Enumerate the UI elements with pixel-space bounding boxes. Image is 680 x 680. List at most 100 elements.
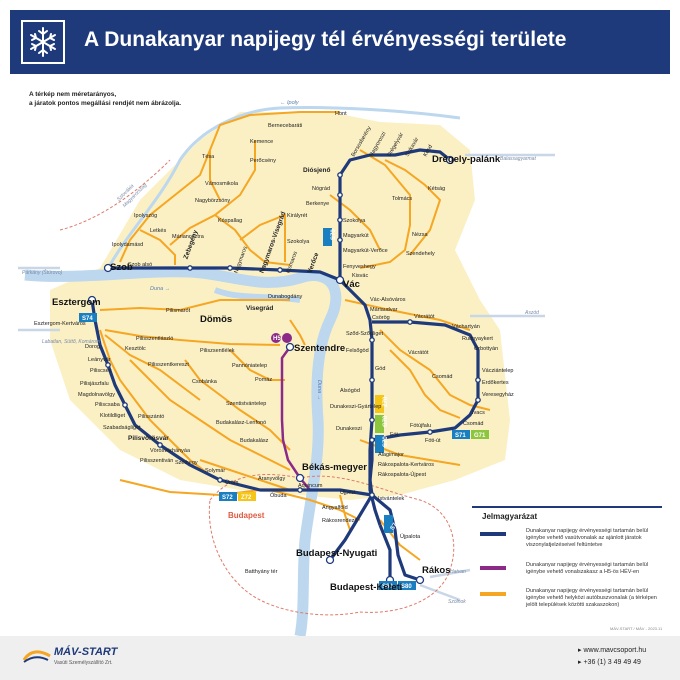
label-labatlan: Labatlan, Süttő, Komárom bbox=[42, 339, 100, 345]
station-diosjeno: Diósjenő bbox=[303, 167, 330, 174]
badge-s76: S76 bbox=[390, 519, 401, 532]
station-pilismarot: Pilismarót bbox=[166, 308, 191, 314]
label-hatvan: Hatvan bbox=[450, 569, 466, 575]
note-line-1: A térkép nem méretarányos, bbox=[29, 91, 117, 98]
legend-text-bus: Dunakanyar napijegy érvényességi tartamá… bbox=[526, 588, 657, 608]
station-szob-also: Szob alsó bbox=[128, 262, 152, 268]
snowflake-icon bbox=[21, 20, 65, 64]
station-ketsag: Kétság bbox=[428, 186, 445, 192]
station-csomad-2: Csomád bbox=[463, 421, 483, 427]
badge-s72: S72 bbox=[222, 495, 233, 501]
station-szelhegy: Szélhegy bbox=[175, 460, 198, 466]
station-szentendre: Szentendre bbox=[294, 343, 345, 354]
station-fot: Fót bbox=[390, 432, 398, 438]
station-aranyvolgy: Aranyvölgy bbox=[258, 476, 285, 482]
station-rakosrendezo: Rákosrendező bbox=[322, 518, 357, 524]
route-badges: S74 S70 S72 Z72 S76 S71 G71 S60 S80 Z70 … bbox=[79, 228, 489, 590]
station-domos: Dömös bbox=[200, 314, 232, 325]
station-batthyany: Batthyány tér bbox=[245, 569, 278, 575]
station-ivacs: Ivacs bbox=[472, 410, 485, 416]
station-szokolya-2: Szokolya bbox=[287, 239, 310, 245]
station-szentistvantelep: Szentistvántelep bbox=[226, 401, 266, 407]
bus-lines bbox=[99, 111, 491, 561]
station-dorog: Dorog bbox=[85, 344, 100, 350]
station-szabadsagliget: Szabadságliget bbox=[103, 425, 141, 431]
station-tolmacs: Tolmács bbox=[392, 196, 412, 202]
station-esztergom-kertvaros: Esztergom-Kertváros bbox=[34, 321, 86, 327]
danube-river bbox=[24, 266, 342, 636]
direction-hatvan bbox=[429, 568, 471, 579]
legend-title: Jelmagyarázat bbox=[482, 512, 538, 521]
station-ujpalota: Újpalota bbox=[400, 533, 421, 540]
station-vac: Vác bbox=[343, 279, 360, 290]
station-obuda: Óbuda bbox=[270, 492, 287, 499]
station-marianosztra: Márianosztra bbox=[172, 234, 205, 240]
label-szolnok: Szolnok bbox=[448, 599, 466, 605]
station-istvantelek: Istvántelek bbox=[378, 496, 405, 502]
station-rudnyaykert: Rudnyaykert bbox=[462, 336, 493, 342]
station-szendehely: Szendehely bbox=[406, 251, 435, 257]
station-budapest-keleti: Budapest-Keleti bbox=[330, 582, 402, 593]
station-dunabogdany: Dunabogdány bbox=[268, 294, 303, 300]
website-text[interactable]: www.mavcsoport.hu bbox=[583, 647, 647, 654]
label-balassagyarmat: Balassagyarmat bbox=[500, 156, 536, 162]
ipoly-river bbox=[108, 106, 461, 266]
website-link[interactable]: ▸ www.mavcsoport.hu bbox=[578, 647, 647, 654]
station-tesa: Tésa bbox=[202, 154, 215, 160]
station-solymar: Solymár bbox=[205, 468, 225, 474]
station-magyarkut: Magyarkút bbox=[343, 233, 369, 239]
station-vacziantelep: Vácziántelep bbox=[482, 368, 514, 374]
station-szob: Szob bbox=[110, 262, 133, 273]
station-pilisszentivan: Pilisszentiván bbox=[140, 458, 173, 464]
station-esztergom: Esztergom bbox=[52, 297, 101, 308]
badge-h5: H5 bbox=[273, 336, 281, 342]
badge-s60: S60 bbox=[382, 584, 393, 590]
hev-h5-line bbox=[280, 346, 311, 491]
station-alagimajor: Alagimajor bbox=[378, 452, 404, 458]
legend-text-hev: Dunakanyar napijegy érvényességi tartamá… bbox=[526, 562, 648, 575]
station-bernecebarati: Bernecebaráti bbox=[268, 123, 302, 129]
station-sziget: Sződ-Sződliget bbox=[346, 331, 383, 337]
badge-s71: S71 bbox=[455, 433, 466, 439]
station-budakalasz-lenfono: Budakalász-Lenfonó bbox=[216, 420, 266, 426]
legend-swatch-hev bbox=[480, 566, 506, 570]
station-pilisszentlaszlo: Pilisszentlászló bbox=[136, 336, 173, 342]
station-kemence: Kemence bbox=[250, 139, 273, 145]
station-budakalasz: Budakalász bbox=[240, 438, 269, 444]
river-label-ipoly: ← Ipoly bbox=[280, 100, 300, 106]
station-veresegyhaz: Veresegyház bbox=[482, 392, 514, 398]
river-label-duna: Duna → bbox=[150, 286, 170, 292]
phone-text: +36 (1) 3 49 49 49 bbox=[583, 659, 641, 666]
station-fotujfalu: Fótújfalu bbox=[410, 423, 431, 429]
station-pannoniatelep: Pannóniatelep bbox=[232, 363, 267, 369]
station-budapest-nyugati: Budapest-Nyugati bbox=[296, 548, 377, 559]
station-nagyborzsony: Nagybörzsöny bbox=[195, 198, 230, 204]
badge-s70-b: S70 bbox=[383, 436, 389, 447]
station-vac-alsovaros: Vác-Alsóváros bbox=[370, 297, 406, 303]
label-parkany: Párkány (Štúrovo) bbox=[22, 269, 63, 276]
station-rakospalota-kertvaros: Rákospalota-Kertváros bbox=[378, 462, 434, 468]
direction-szolnok bbox=[419, 583, 461, 602]
station-visegrad: Visegrád bbox=[246, 305, 273, 312]
label-budapest: Budapest bbox=[228, 511, 265, 520]
station-ipolyszog: Ipolyszög bbox=[134, 213, 157, 219]
mav-logo-icon bbox=[22, 650, 51, 663]
station-orbottyan: Őrbottyán bbox=[474, 345, 498, 352]
rail-lines bbox=[90, 148, 480, 582]
szentendre-branch bbox=[213, 287, 301, 303]
station-dunakeszi-gyartelep: Dunakeszi-Gyártelep bbox=[330, 404, 381, 410]
station-pilisszentkereszt: Pilisszentkereszt bbox=[148, 362, 189, 368]
station-pilisszentlelek: Piliszsentlélek bbox=[200, 348, 235, 354]
station-erdokertes: Erdőkertes bbox=[482, 380, 509, 386]
route-map: S74 S70 S72 Z72 S76 S71 G71 S60 S80 Z70 … bbox=[18, 100, 555, 636]
header-bar: A Dunakanyar napijegy tél érvényességi t… bbox=[10, 10, 670, 74]
legend-swatch-rail bbox=[480, 532, 506, 536]
station-csorog: Csörög bbox=[372, 315, 390, 321]
station-vorosvarhaza: Vörösvárhányáa bbox=[150, 448, 191, 454]
legend: Jelmagyarázat Dunakanyar napijegy érvény… bbox=[472, 506, 662, 626]
station-klotildliget: Klotildliget bbox=[100, 413, 126, 419]
validity-area bbox=[50, 112, 510, 500]
station-magdolnavolgy: Magdolnavölgy bbox=[78, 392, 115, 398]
station-fotiut: Fóti-út bbox=[425, 438, 441, 444]
station-rakospalota-ujpest: Rákospalota-Újpest bbox=[378, 471, 426, 478]
